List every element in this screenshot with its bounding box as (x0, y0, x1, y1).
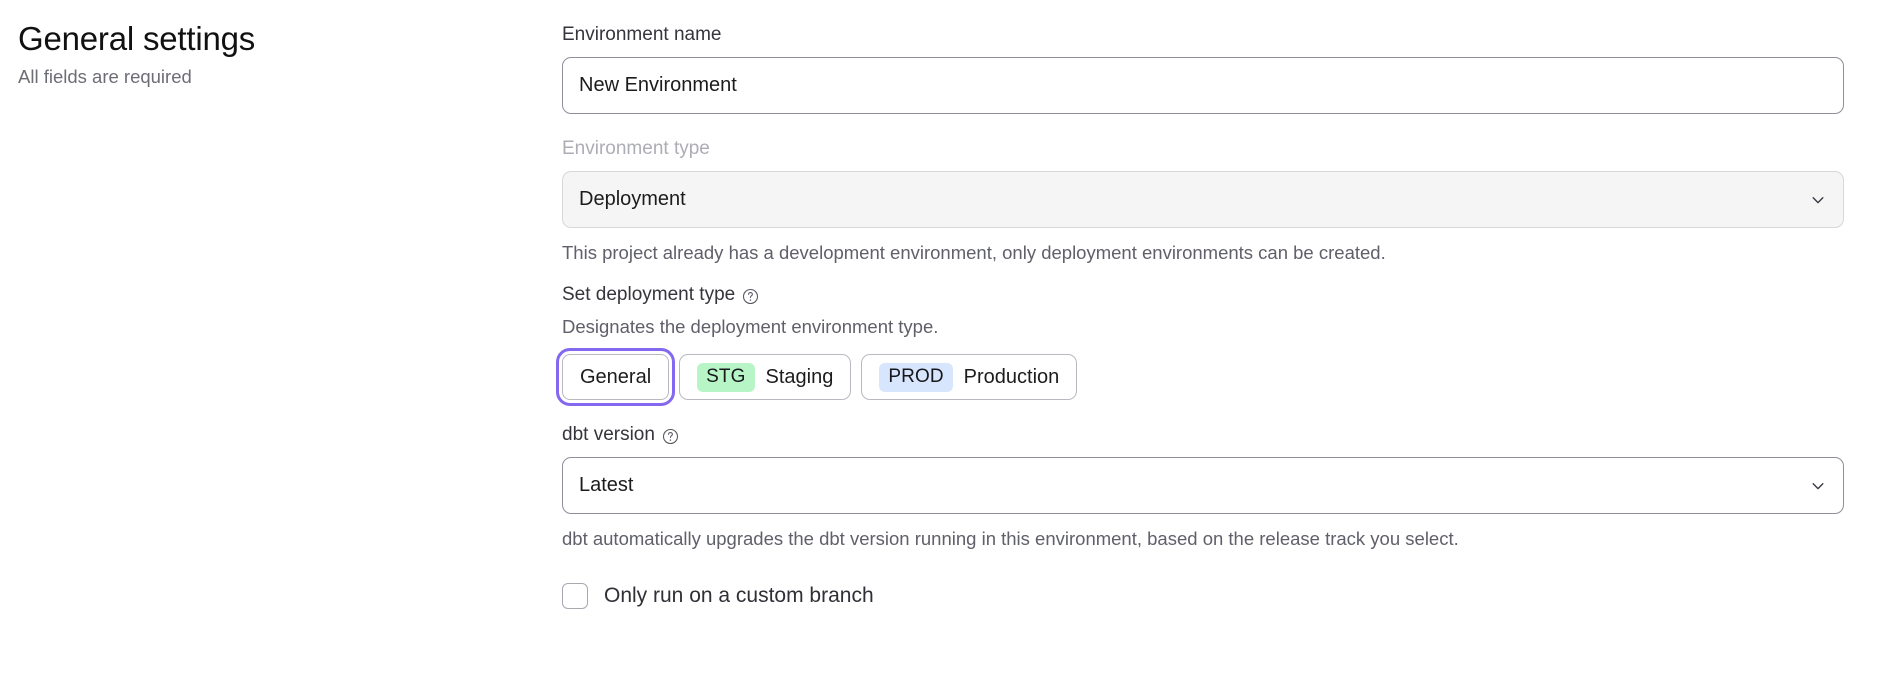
deployment-type-option-general[interactable]: General (555, 348, 676, 406)
environment-name-field: Environment name (562, 22, 1844, 114)
deployment-type-option-production-label: Production (963, 365, 1060, 388)
environment-name-input[interactable] (562, 57, 1844, 114)
deployment-type-option-staging-label: Staging (765, 365, 834, 388)
page-title: General settings (18, 20, 256, 57)
deployment-type-option-staging[interactable]: STG Staging (679, 354, 852, 400)
dbt-version-select[interactable]: Latest (562, 457, 1844, 514)
environment-type-select[interactable]: Deployment (562, 171, 1844, 228)
environment-name-label: Environment name (562, 24, 722, 45)
page-subtitle: All fields are required (18, 66, 192, 87)
staging-badge: STG (697, 362, 755, 392)
environment-type-label: Environment type (562, 138, 710, 159)
deployment-type-option-general-label: General (580, 365, 652, 388)
deployment-type-label-row: Set deployment type (562, 282, 1844, 308)
deployment-type-options: General STG Staging PROD Production (555, 348, 1844, 406)
general-settings-form: Environment name Environment type Deploy… (555, 22, 1844, 610)
chevron-down-icon (1809, 477, 1827, 495)
deployment-type-description: Designates the deployment environment ty… (562, 316, 939, 337)
dbt-version-field: dbt version Latest dbt automatica (562, 422, 1844, 552)
help-circle-icon[interactable] (662, 428, 679, 445)
dbt-version-label: dbt version (562, 424, 655, 445)
custom-branch-label[interactable]: Only run on a custom branch (604, 584, 874, 607)
production-badge: PROD (879, 362, 953, 392)
dbt-version-helper: dbt automatically upgrades the dbt versi… (562, 528, 1459, 549)
environment-type-helper: This project already has a development e… (562, 242, 1386, 263)
custom-branch-checkbox[interactable] (562, 583, 588, 609)
help-circle-icon[interactable] (742, 288, 759, 305)
dbt-version-label-row: dbt version (562, 422, 1844, 448)
environment-type-field: Environment type Deployment This project… (562, 136, 1844, 266)
environment-type-value: Deployment (579, 188, 686, 210)
chevron-down-icon (1809, 191, 1827, 209)
deployment-type-field: Set deployment type Designates the deplo… (555, 282, 1844, 406)
custom-branch-row: Only run on a custom branch (562, 582, 1844, 610)
dbt-version-value: Latest (579, 474, 634, 496)
deployment-type-option-production[interactable]: PROD Production (861, 354, 1078, 400)
deployment-type-label: Set deployment type (562, 284, 736, 305)
settings-intro: General settings All fields are required (18, 18, 518, 90)
